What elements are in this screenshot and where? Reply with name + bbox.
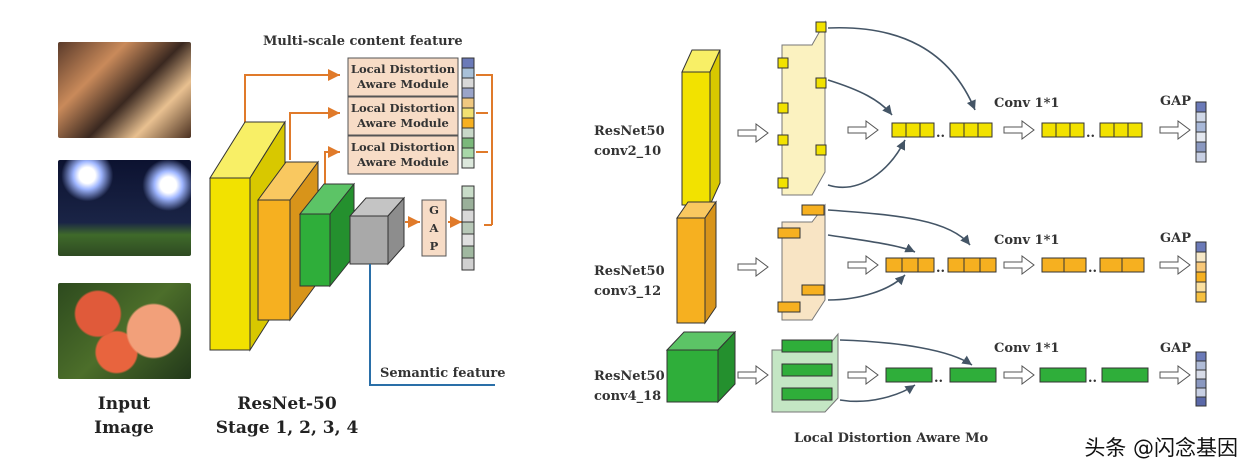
semantic-vector <box>461 185 475 271</box>
row-conv2: ResNet50 conv2_10 .. Conv 1* <box>594 20 1207 206</box>
overall-architecture-panel: Local Distortion Aware Module Local Dist… <box>0 0 520 472</box>
gap-box: G A P <box>421 199 447 257</box>
module-caption: Local Distortion Aware Mo <box>794 431 988 446</box>
svg-text:..: .. <box>934 371 943 386</box>
svg-text:Local Distortion: Local Distortion <box>351 62 456 76</box>
multiscale-connectors <box>244 69 493 228</box>
local-distortion-module-3: Local Distortion Aware Module <box>347 135 459 175</box>
module-output-vectors <box>461 57 475 169</box>
resnet-stage-3-block <box>298 182 356 288</box>
row2-name-1: ResNet50 <box>594 264 665 279</box>
row3-name-2: conv4_18 <box>594 389 661 404</box>
input-image-night-stadium <box>58 160 191 256</box>
local-distortion-module-panel: ResNet50 conv2_10 .. Conv 1* <box>520 0 1256 472</box>
svg-text:..: .. <box>1088 371 1097 386</box>
svg-text:..: .. <box>936 126 945 141</box>
row2-conv-label: Conv 1*1 <box>994 233 1059 248</box>
svg-text:Aware Module: Aware Module <box>356 116 449 130</box>
architecture-diagram-svg: Local Distortion Aware Module Local Dist… <box>94 34 506 438</box>
semantic-feature-line <box>369 264 495 386</box>
row1-conv-label: Conv 1*1 <box>994 96 1059 111</box>
svg-text:P: P <box>430 239 439 253</box>
row1-gap-label: GAP <box>1160 94 1191 109</box>
svg-text:A: A <box>429 221 440 235</box>
stage-label: Stage 1, 2, 3, 4 <box>216 418 359 438</box>
svg-text:..: .. <box>936 261 945 276</box>
local-distortion-module-2: Local Distortion Aware Module <box>347 96 459 136</box>
row3-name-1: ResNet50 <box>594 369 665 384</box>
input-label-line1: Input <box>98 394 151 414</box>
row1-name-2: conv2_10 <box>594 144 661 159</box>
module-diagram-svg: ResNet50 conv2_10 .. Conv 1* <box>594 20 1207 446</box>
svg-text:..: .. <box>1088 261 1097 276</box>
row3-conv-label: Conv 1*1 <box>994 341 1059 356</box>
semantic-label: Semantic feature <box>380 366 506 381</box>
row2-gap-label: GAP <box>1160 231 1191 246</box>
input-image-roses <box>58 283 191 379</box>
input-image-blurry-scene <box>58 42 191 138</box>
resnet-label: ResNet-50 <box>237 394 337 414</box>
row2-name-2: conv3_12 <box>594 284 661 299</box>
row3-gap-label: GAP <box>1160 341 1191 356</box>
row1-arrow-1 <box>737 123 769 143</box>
svg-text:Local Distortion: Local Distortion <box>351 101 456 115</box>
row1-name-1: ResNet50 <box>594 124 665 139</box>
svg-text:Local Distortion: Local Distortion <box>351 140 456 154</box>
multiscale-label: Multi-scale content feature <box>263 34 463 49</box>
row-conv4: ResNet50 conv4_18 .. Conv 1*1 .. GAP <box>594 330 1207 413</box>
svg-text:G: G <box>429 203 439 217</box>
resnet-stage-4-block <box>348 196 406 266</box>
row-conv3: ResNet50 conv3_12 .. Conv 1*1 <box>594 200 1207 325</box>
input-label-line2: Image <box>94 418 154 438</box>
svg-text:Aware Module: Aware Module <box>356 77 449 91</box>
svg-text:Aware Module: Aware Module <box>356 155 449 169</box>
svg-text:..: .. <box>1086 126 1095 141</box>
watermark: 头条 @闪念基因 <box>1084 436 1238 460</box>
local-distortion-module-1: Local Distortion Aware Module <box>347 57 459 97</box>
